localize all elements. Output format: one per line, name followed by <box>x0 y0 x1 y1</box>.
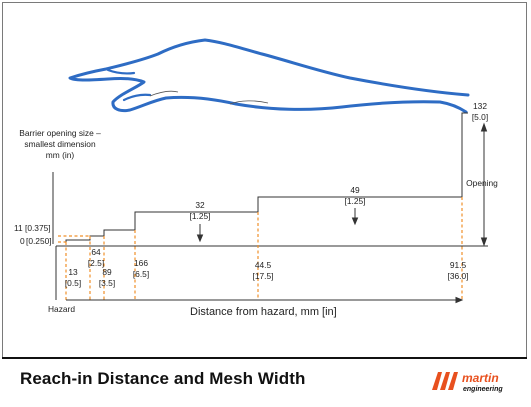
dimension-arrows <box>66 122 488 304</box>
distance-166-metric: 166 <box>134 258 148 268</box>
logo-m-icon <box>432 372 458 390</box>
y-axis-title-line-3: mm (in) <box>46 150 75 160</box>
distance-guides <box>58 197 463 300</box>
caption-bar: Reach-in Distance and Mesh Width martin … <box>2 357 527 403</box>
y-axis-title-line-2: smallest dimension <box>24 139 96 149</box>
distance-13-metric: 13 <box>68 267 78 277</box>
distance-13-imperial: [0.5] <box>65 278 81 288</box>
distance-166-imperial: [6.5] <box>133 269 149 279</box>
y-axis-title-line-1: Barrier opening size – <box>19 128 101 138</box>
distance-89-imperial: [3.5] <box>99 278 115 288</box>
distance-marker-labels: 13 [0.5] 89 [3.5] 166 [6.5] 44.5 [17.5] … <box>65 258 469 288</box>
distance-89-metric: 89 <box>102 267 112 277</box>
level-label-1-imperial: [0.375] <box>25 223 51 233</box>
step-32-metric: 32 <box>195 200 205 210</box>
arm-outline <box>68 38 470 114</box>
arm-detail-lines <box>149 90 269 105</box>
level-label-2-metric: 0 <box>20 236 25 246</box>
martin-engineering-logo: martin engineering <box>430 366 520 396</box>
logo-brand-text: martin <box>462 371 499 385</box>
step-32-imperial: [1.25] <box>190 211 211 221</box>
step-132-imperial: [5.0] <box>472 112 488 122</box>
logo-subtext: engineering <box>463 386 503 393</box>
arm-illustration <box>68 38 470 114</box>
x-axis-title: Distance from hazard, mm [in] <box>190 306 337 318</box>
step-49-imperial: [1.25] <box>345 196 366 206</box>
logo-mark: martin engineering <box>432 371 503 393</box>
distance-44-5-metric: 44.5 <box>255 260 272 270</box>
caption-title: Reach-in Distance and Mesh Width <box>20 369 306 388</box>
distance-91-5-metric: 91.5 <box>450 260 467 270</box>
hazard-label: Hazard <box>48 304 75 314</box>
distance-91-5-imperial: [36.0] <box>448 271 469 281</box>
arm-knuckles <box>106 68 152 102</box>
barrier-level-labels: 11 [0.375] 0 [0.250] <box>14 223 52 246</box>
step-labels: 64 [2.5] 32 [1.25] 49 [1.25] 132 [5.0] <box>88 101 488 268</box>
level-label-2-imperial: [0.250] <box>26 236 52 246</box>
figure-frame <box>2 2 527 403</box>
step-64-imperial: [2.5] <box>88 258 104 268</box>
step-64-metric: 64 <box>91 247 101 257</box>
opening-label: Opening <box>466 178 498 188</box>
distance-44-5-imperial: [17.5] <box>253 271 274 281</box>
step-49-metric: 49 <box>350 185 360 195</box>
step-132-metric: 132 <box>473 101 487 111</box>
y-axis-title: Barrier opening size – smallest dimensio… <box>19 128 101 160</box>
level-label-1-metric: 11 <box>14 223 23 233</box>
